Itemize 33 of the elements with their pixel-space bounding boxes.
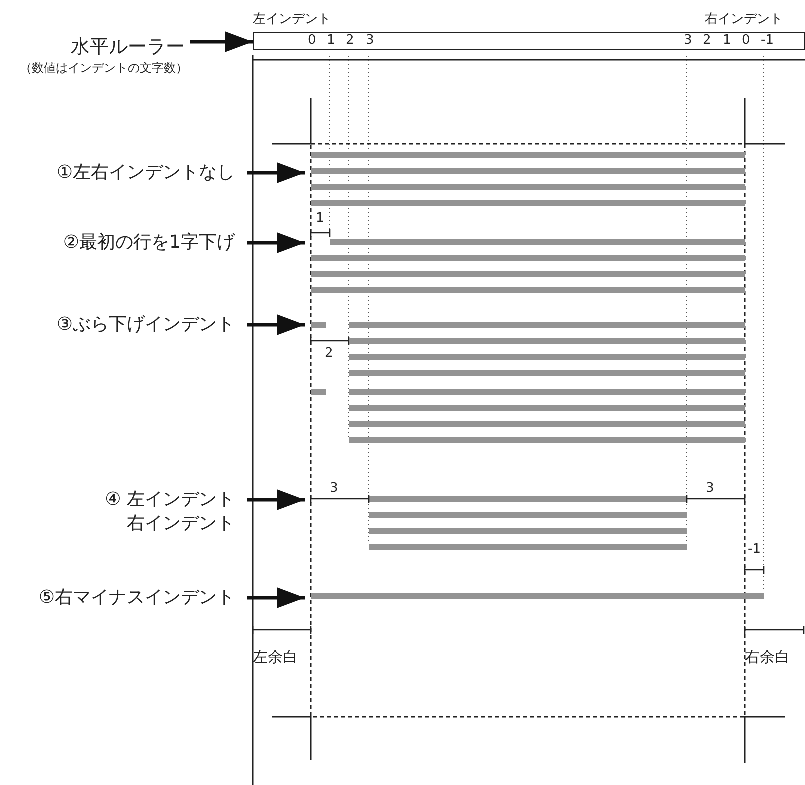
ruler-number: 0 [308,33,316,48]
ruler-number: 2 [346,33,354,48]
arrow [247,314,305,336]
dimension-value: -1 [748,542,761,557]
paragraph-label: ②最初の行を1字下げ [63,232,235,254]
margin-label: 右余白 [745,650,790,665]
dimension-value: 1 [316,211,324,226]
ruler-number: 0 [742,33,750,48]
ruler-number: 2 [703,33,712,48]
paragraph-label: ④ 左インデント [105,489,235,511]
arrow [247,490,305,510]
ruler-number: 3 [684,33,692,48]
ruler-number: 1 [327,33,336,48]
ruler-number: -1 [761,33,774,48]
ruler-bar [253,32,805,50]
ruler-number: 3 [366,33,374,48]
dimension-value: 3 [706,481,714,496]
arrow [247,162,305,184]
paragraph-label: ③ぶら下げインデント [56,314,235,336]
ruler-note: （数値はインデントの文字数） [20,60,188,77]
paragraph-label: ①左右インデントなし [56,162,235,184]
paragraph-label: ⑤右マイナスインデント [38,587,235,609]
paragraph-label: 右インデント [127,513,235,535]
margin-label: 左余白 [253,650,298,665]
arrow [247,232,305,254]
indent-label: 右インデント [705,12,783,27]
dimension-value: 3 [330,481,338,496]
ruler-label: 水平ルーラー [71,35,185,60]
ruler-number: 1 [723,33,732,48]
arrow [190,32,253,52]
arrow [247,588,305,608]
indent-label: 左インデント [253,12,331,27]
dimension-value: 2 [325,346,334,361]
